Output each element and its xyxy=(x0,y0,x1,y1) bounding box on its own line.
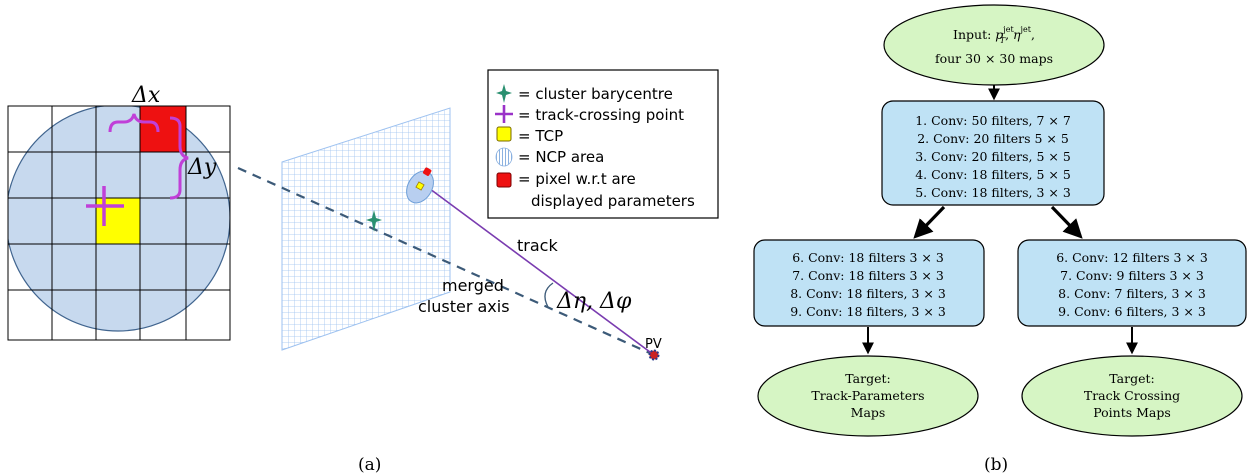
right-target-line-2: Track Crossing xyxy=(1084,388,1180,403)
angle-arc xyxy=(544,282,554,308)
left-layer-8: 8. Conv: 18 filters, 3 × 3 xyxy=(790,286,946,301)
input-node xyxy=(883,4,1105,86)
right-target-node xyxy=(1021,355,1243,437)
legend: = cluster barycentre = track-crossing po… xyxy=(487,69,719,219)
track-line xyxy=(425,185,655,356)
legend-label-barycentre: = cluster barycentre xyxy=(518,85,673,103)
legend-tcp-icon xyxy=(496,126,512,142)
detector-plane xyxy=(281,107,451,351)
angle-label: Δη, Δφ xyxy=(556,289,632,314)
left-target-node xyxy=(757,355,979,437)
dy-brace xyxy=(169,116,189,200)
common-layer-4: 4. Conv: 18 filters, 5 × 5 xyxy=(915,167,1071,182)
legend-label-tcp: = TCP xyxy=(518,127,563,145)
legend-cross-icon xyxy=(495,105,513,123)
right-target-line-1: Target: xyxy=(1109,371,1154,386)
merged-label: merged xyxy=(442,276,504,295)
dx-label: Δx xyxy=(131,83,161,108)
input-line-2: four 30 × 30 maps xyxy=(935,51,1053,66)
barycentre-star xyxy=(366,210,382,232)
left-layer-9: 9. Conv: 18 filters, 3 × 3 xyxy=(790,304,946,319)
grid-lines xyxy=(7,105,231,341)
dx-brace xyxy=(108,113,160,133)
legend-label-track-crossing: = track-crossing point xyxy=(518,106,684,124)
pv-label: PV xyxy=(645,337,662,352)
left-target-line-1: Target: xyxy=(845,371,890,386)
right-layer-7: 7. Conv: 9 filters 3 × 3 xyxy=(1060,268,1204,283)
caption-a: (a) xyxy=(358,455,381,475)
left-target-line-2: Track-Parameters xyxy=(811,388,924,403)
track-crossing-cross xyxy=(86,186,124,226)
left-target-line-3: Maps xyxy=(851,405,886,420)
legend-ncp-icon xyxy=(495,147,513,167)
left-conv-block xyxy=(753,239,985,327)
legend-red-icon xyxy=(496,172,512,188)
right-layer-8: 8. Conv: 7 filters, 3 × 3 xyxy=(1058,286,1206,301)
common-layer-2: 2. Conv: 20 filters 5 × 5 xyxy=(917,131,1069,146)
pv-marker xyxy=(648,349,660,361)
red-pixel-marker xyxy=(422,167,432,176)
right-target-line-3: Points Maps xyxy=(1093,405,1171,420)
legend-star-icon xyxy=(496,84,512,103)
common-conv-block xyxy=(881,100,1105,206)
caption-b: (b) xyxy=(984,455,1008,475)
detector-sketch: track merged cluster axis Δη, Δφ PV xyxy=(237,107,662,361)
common-layer-3: 3. Conv: 20 filters, 5 × 5 xyxy=(915,149,1071,164)
common-layer-5: 5. Conv: 18 filters, 3 × 3 xyxy=(915,185,1071,200)
right-layer-6: 6. Conv: 12 filters 3 × 3 xyxy=(1056,250,1208,265)
arrow-common-to-left xyxy=(913,205,946,239)
reference-pixel xyxy=(140,106,186,152)
common-layer-1: 1. Conv: 50 filters, 7 × 7 xyxy=(915,113,1071,128)
input-prefix: Input: xyxy=(953,27,995,42)
legend-label-pixel: = pixel w.r.t are xyxy=(518,170,636,188)
right-conv-block xyxy=(1017,239,1247,327)
right-layer-9: 9. Conv: 6 filters, 3 × 3 xyxy=(1058,304,1206,319)
cluster-axis-label: cluster axis xyxy=(418,297,510,316)
cluster-axis-line xyxy=(237,166,655,357)
tcp-marker xyxy=(415,181,425,191)
legend-label-displayed: displayed parameters xyxy=(531,192,695,210)
legend-box xyxy=(487,69,719,219)
left-layer-6: 6. Conv: 18 filters 3 × 3 xyxy=(792,250,944,265)
arrow-common-to-right xyxy=(1050,205,1083,239)
left-layer-7: 7. Conv: 18 filters 3 × 3 xyxy=(792,268,944,283)
pixel-grid-diagram: Δx Δy xyxy=(7,83,231,341)
dy-label: Δy xyxy=(187,155,217,180)
legend-label-ncp: = NCP area xyxy=(518,148,604,166)
track-label: track xyxy=(517,236,558,255)
